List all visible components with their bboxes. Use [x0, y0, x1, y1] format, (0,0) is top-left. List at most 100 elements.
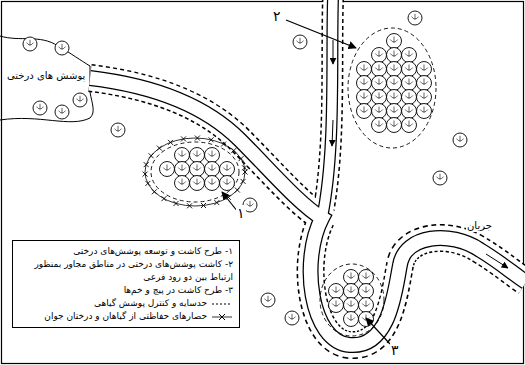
fence-mark [181, 136, 186, 141]
tree-detail [27, 40, 34, 46]
shade-line [151, 142, 239, 202]
tree [387, 62, 402, 77]
tree [160, 162, 175, 177]
fence-mark [145, 181, 150, 186]
callout-number: ۲ [272, 8, 282, 25]
fence-mark [144, 162, 149, 167]
tree [73, 93, 87, 107]
fence-mark [143, 172, 148, 177]
tree-detail [375, 107, 383, 113]
fence-mark [238, 156, 243, 161]
fence-mark [241, 179, 246, 184]
tree [55, 41, 69, 55]
tree [344, 312, 359, 327]
tree [402, 62, 417, 77]
tree [359, 284, 374, 299]
tree-detail [375, 65, 383, 71]
tree-detail [405, 107, 413, 113]
tree [408, 11, 422, 25]
tree [387, 90, 402, 105]
tree-detail [390, 37, 398, 43]
tree [190, 148, 205, 163]
tree [417, 62, 432, 77]
tree-detail [375, 93, 383, 99]
tree-detail [77, 96, 84, 102]
callout-number: ۳ [390, 342, 400, 359]
tree-detail [362, 315, 370, 321]
tree-detail [362, 273, 370, 279]
tree-detail [247, 201, 254, 207]
flow-label: جریان [466, 220, 493, 232]
fence-mark [235, 188, 240, 193]
tree-detail [390, 93, 398, 99]
protective-fence [143, 136, 248, 209]
tree [357, 62, 372, 77]
river-band [90, 78, 525, 345]
legend: ۱- طرح کاشت و توسعه پوشش‌های درختی۲- کاش… [12, 240, 240, 328]
tree-cover-outline [0, 36, 93, 122]
callout-number: ۱ [236, 205, 246, 222]
fence-mark [174, 201, 179, 206]
tree-detail [193, 165, 201, 171]
tree [344, 298, 359, 313]
tree-detail [390, 121, 398, 127]
fence-mark [214, 200, 219, 205]
tree [387, 34, 402, 49]
tree-detail [405, 121, 413, 127]
tree [205, 148, 220, 163]
tree [111, 123, 125, 137]
tree [387, 104, 402, 119]
tree [372, 62, 387, 77]
tree [402, 76, 417, 91]
legend-text: ۲- کاشت پوشش‌های درختی در مناطق مجاور بم… [19, 258, 233, 284]
tree-detail [390, 79, 398, 85]
tree-detail [360, 107, 368, 113]
shade-line [348, 28, 436, 148]
river-band [322, 0, 333, 218]
tree-detail [360, 79, 368, 85]
river-band [322, 0, 333, 218]
tree [293, 35, 307, 49]
tree [33, 101, 47, 115]
tree-detail [59, 108, 66, 114]
river-band [90, 78, 525, 345]
tree-detail [208, 179, 216, 185]
tree-detail [420, 65, 428, 71]
legend-row: حصارهای حفاظتی از گیاهان و درختان جوان [19, 310, 233, 323]
tree-detail [390, 65, 398, 71]
tree-detail [390, 51, 398, 57]
tree-detail [347, 287, 355, 293]
tree [190, 176, 205, 191]
legend-text: ۳- طرح کاشت در پیچ و خم‌ها [124, 284, 233, 297]
tree [285, 311, 299, 325]
fence-mark [209, 137, 214, 142]
legend-row: ۳- طرح کاشت در پیچ و خم‌ها [19, 284, 233, 297]
tree [372, 48, 387, 63]
tree [175, 162, 190, 177]
tree [417, 76, 432, 91]
tree-detail [347, 315, 355, 321]
tree [175, 148, 190, 163]
tree [402, 118, 417, 133]
tree [357, 90, 372, 105]
shade-line [320, 264, 384, 336]
tree-detail [332, 301, 340, 307]
tree [55, 105, 69, 119]
flow-arrows [332, 40, 508, 268]
tree [357, 104, 372, 119]
tree-detail [178, 165, 186, 171]
tree-detail [362, 287, 370, 293]
legend-sample [211, 300, 233, 308]
tree-detail [437, 174, 444, 180]
legend-text: حدسایه و کنترل پوشش گیاهی [94, 297, 207, 310]
legend-row: ۲- کاشت پوشش‌های درختی در مناطق مجاور بم… [19, 258, 233, 284]
tree [344, 270, 359, 285]
tree [372, 118, 387, 133]
river-band [90, 78, 525, 345]
tree [433, 171, 447, 185]
tree-detail [193, 151, 201, 157]
legend-text: ۱- طرح کاشت و توسعه پوشش‌های درختی [73, 245, 233, 258]
tree [402, 90, 417, 105]
tree-detail [362, 301, 370, 307]
river [90, 0, 525, 345]
